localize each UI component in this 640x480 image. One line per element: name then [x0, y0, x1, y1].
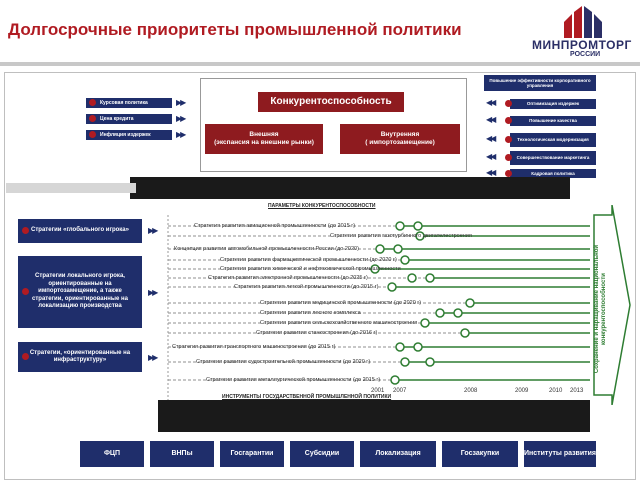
tool-vnp: ВНПы — [150, 441, 214, 467]
milestone-circle — [407, 273, 417, 283]
internal-competitiveness: Внутренняя ( импортозамещение) — [340, 124, 460, 154]
logo-subtext: РОССИИ — [570, 51, 601, 58]
chevron-right-icon: ▶▶ — [148, 288, 158, 297]
milestone-circle — [400, 255, 410, 265]
tool-procurement: Госзакупки — [442, 441, 518, 467]
header-divider — [0, 62, 640, 66]
year-label: 2001 — [371, 388, 385, 394]
strategy-group-infrastructure: Стратегии, «ориентированные на инфрастру… — [18, 342, 142, 372]
external-competitiveness: Внешняя (экспансия на внешние рынки) — [205, 124, 323, 154]
chevron-left-icon: ◀◀ — [486, 168, 496, 177]
arrow-text: Сохранение и наращивание национальной ко… — [594, 244, 607, 374]
page-title: Долгосрочные приоритеты промышленной пол… — [8, 20, 462, 39]
milestone-circle — [395, 221, 405, 231]
milestone-circle — [390, 375, 400, 385]
year-label: 2007 — [393, 388, 407, 394]
chevron-right-icon: ▶▶ — [148, 353, 158, 362]
milestone-circle — [465, 298, 475, 308]
tools-header: ИНСТРУМЕНТЫ ГОСУДАРСТВЕННОЙ ПРОМЫШЛЕННОЙ… — [222, 394, 392, 400]
strategy-group-global: Стратегии «глобального игрока» — [18, 219, 142, 243]
right-factor: Совершенствование маркетинга — [510, 151, 596, 165]
bullet-icon — [22, 353, 29, 360]
dark-banner — [130, 177, 570, 199]
chevron-right-icon: ▶▶ — [148, 226, 158, 235]
milestone-circle — [420, 318, 430, 328]
strategy-item: Стратегия развития транспортного машинос… — [172, 344, 336, 350]
milestone-circle — [435, 308, 445, 318]
year-label: 2009 — [515, 388, 529, 394]
national-competitiveness-arrow-icon — [593, 205, 631, 405]
milestone-circle — [400, 357, 410, 367]
left-factor: Курсовая политика — [86, 98, 172, 108]
year-label: 2013 — [570, 388, 584, 394]
year-label: 2010 — [549, 388, 563, 394]
right-factor: Технологическая модернизация — [510, 133, 596, 147]
bullet-icon — [505, 117, 512, 124]
tools-dark-banner — [158, 400, 590, 432]
milestone-circle — [413, 221, 423, 231]
milestone-circle — [413, 342, 423, 352]
bullet-icon — [89, 99, 96, 106]
chevron-left-icon: ◀◀ — [486, 98, 496, 107]
bullet-icon — [505, 170, 512, 177]
bullet-icon — [505, 100, 512, 107]
tool-guarantees: Госгарантии — [220, 441, 284, 467]
milestone-circle — [393, 244, 403, 254]
bullet-icon — [22, 227, 29, 234]
milestone-circle — [453, 308, 463, 318]
bullet-icon — [505, 154, 512, 161]
competitiveness-main: Конкурентоспособность — [258, 92, 404, 112]
strategy-item: Концепция развития автомобильной промышл… — [174, 246, 359, 252]
milestone-circle — [375, 244, 385, 254]
tool-development-institutions: Институты развития — [524, 441, 596, 467]
right-factor: Повышение качества — [510, 116, 596, 126]
milestone-circle — [370, 264, 380, 274]
year-label: 2008 — [464, 388, 478, 394]
left-factor: Инфляция издержек — [86, 130, 172, 140]
right-factor: Оптимизация издержек — [510, 99, 596, 109]
bullet-icon — [89, 115, 96, 122]
milestone-circle — [425, 357, 435, 367]
milestone-circle — [460, 328, 470, 338]
chevron-right-icon: ▶▶ — [176, 98, 186, 107]
chevron-left-icon: ◀◀ — [486, 115, 496, 124]
milestone-circle — [415, 231, 425, 241]
chevron-left-icon: ◀◀ — [486, 134, 496, 143]
strategy-item: Стратегия развития авиационной промышлен… — [194, 223, 356, 229]
strategy-item: Стратегия развития легкой промышленности… — [234, 284, 379, 290]
milestone-circle — [425, 273, 435, 283]
tool-subsidies: Субсидии — [290, 441, 354, 467]
tool-localization: Локализация — [360, 441, 436, 467]
strategy-item: Стратегия развития фармацевтической пром… — [220, 257, 397, 263]
tool-fcp: ФЦП — [80, 441, 144, 467]
chevron-left-icon: ◀◀ — [486, 152, 496, 161]
strategy-group-local: Стратегии локального игрока, ориентирова… — [18, 256, 142, 328]
strategy-item: Стратегия развития станкостроения (до 20… — [256, 330, 378, 336]
strategy-item: Стратегия развития сельскохозяйственного… — [260, 320, 418, 326]
left-factor: Цена кредита — [86, 114, 172, 124]
bullet-icon — [89, 131, 96, 138]
strategy-item: Стратегия развития медицинской промышлен… — [260, 300, 422, 306]
params-header: ПАРАМЕТРЫ КОНКУРЕНТОСПОСОБНОСТИ — [268, 203, 376, 209]
right-factor: Кадровая политика — [510, 169, 596, 178]
strategy-item: Стратегия развития химической и нефтехим… — [220, 266, 401, 272]
chevron-right-icon: ▶▶ — [176, 130, 186, 139]
strategy-item: Стратегия развития судостроительной пром… — [196, 359, 371, 365]
arrow-bar — [6, 183, 136, 193]
milestone-circle — [387, 282, 397, 292]
logo-text: МИНПРОМТОРГ — [532, 38, 632, 52]
milestone-circle — [395, 342, 405, 352]
chevron-right-icon: ▶▶ — [176, 114, 186, 123]
minpromtorg-logo-icon — [560, 4, 608, 38]
strategy-item: Стратегия развития лесного комплекса — [260, 310, 361, 316]
strategy-item: Стратегия развития газотурбинного двигат… — [330, 233, 472, 239]
right-factor: Повышение эффективности корпоративного у… — [484, 75, 596, 91]
strategy-item: Стратегия развития металлургической пром… — [206, 377, 381, 383]
bullet-icon — [22, 288, 29, 295]
strategy-item: Стратегия развития электронной промышлен… — [208, 275, 368, 281]
bullet-icon — [505, 136, 512, 143]
